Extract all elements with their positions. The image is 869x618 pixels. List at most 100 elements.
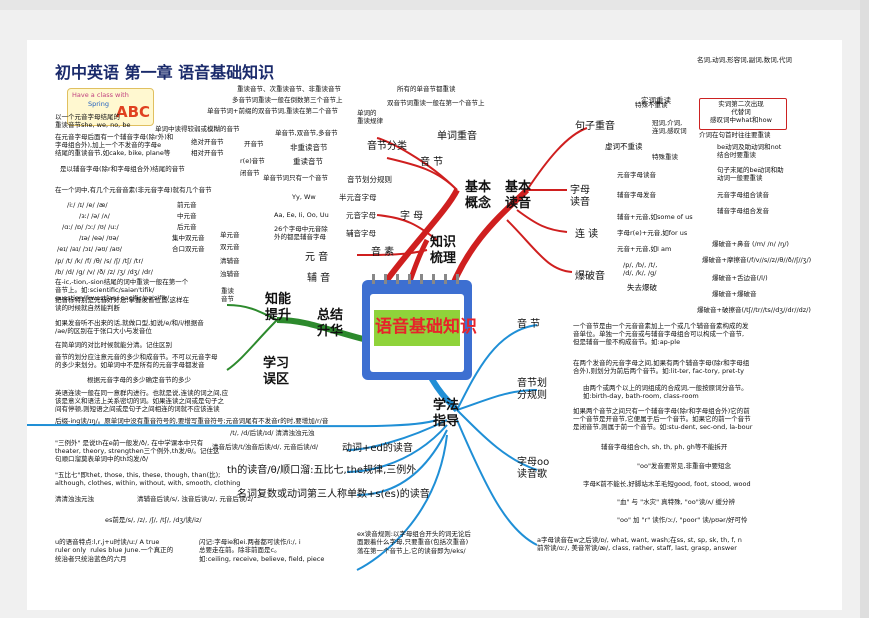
mindmap-page: 初中英语 第一章 语音基础知识 Have a class with Spring… xyxy=(27,40,842,610)
th-desc: "五比七"即thet, those, this, these, though, … xyxy=(55,471,241,487)
plosive-4: 爆破音+爆破音 xyxy=(712,290,757,298)
calendar-sheet: 语音基础知识 xyxy=(370,294,477,372)
center-node[interactable]: 语音基础知识 xyxy=(362,274,477,380)
voiceless-cons: 清辅音 xyxy=(220,257,240,265)
node-plosive[interactable]: 爆破音 xyxy=(575,271,605,282)
node-method-syllable[interactable]: 音 节 xyxy=(517,319,541,330)
oo-4: "oo" 加 "r" 读作/ɔː/, "poor" 读/pʊər/好可怜 xyxy=(617,516,748,524)
connector-sentence-stress xyxy=(526,127,588,191)
node-oo[interactable]: 字母oo 读音歌 xyxy=(517,457,550,480)
syl-rel-open: 相对开音节 xyxy=(191,149,224,157)
liaison-b: 字母r(e)+元音,如for us xyxy=(617,229,688,237)
connector-method-oo xyxy=(456,409,538,471)
di-vowel: 双元音 xyxy=(220,243,240,251)
letter-read-c: 元音字母组合读音 xyxy=(717,191,769,199)
node-letter-read[interactable]: 字母 读音 xyxy=(570,185,590,208)
method-ar-rule: a字母读音在w之后读/ɒ/, what, want, wash;在ss, st,… xyxy=(537,536,742,552)
connector-method-rules xyxy=(456,389,538,411)
node-func-weak[interactable]: 虚词不重读 xyxy=(605,142,643,151)
ed-2: 清音后读/t/浊音后读/d/, 元音后读/d/ xyxy=(212,443,319,451)
syl-open: 开音节 xyxy=(244,140,264,148)
syl-rule-b: 在一个词中,有几个元音音素(非元音字母)就有几个音节 xyxy=(55,186,212,194)
rule-2: 双音节词重读一般在第一个音节上 xyxy=(387,99,485,107)
connector-method-syllable xyxy=(456,324,538,411)
letter-read-d: 辅音字母组合发音 xyxy=(717,207,769,215)
connector-method-ie xyxy=(356,434,448,571)
syl-mono: 单音节,双音节,多音节 xyxy=(275,129,338,137)
method-rule-b: 由两个或两个以上的词组成的合成词,一般按原词分音节。 如:birth-day, … xyxy=(583,384,748,400)
node-method-rules[interactable]: 音节划 分规则 xyxy=(517,378,547,401)
liaison-c: 元音+元音,如I am xyxy=(617,245,672,253)
node-sentence-stress[interactable]: 句子重音 xyxy=(575,121,615,132)
node-syllable-class[interactable]: 音节分类 xyxy=(367,141,407,152)
ex-desc: ex读音规则:以字母组合开头的词无论后 面跟着什么字母,只要重音(包括次重音) … xyxy=(357,530,471,555)
ipa-front: /iː/ /ɪ/ /e/ /æ/ xyxy=(67,201,108,209)
mono-vowel: 单元音 xyxy=(220,231,240,239)
node-real-stress[interactable]: 实词重读 xyxy=(641,96,671,105)
ie-desc: 闪记:字母ie和ei.两者都可读作/iː/, i 总要走在前。除非前面是c。 如… xyxy=(199,538,325,563)
node-syllable[interactable]: 音 节 xyxy=(420,157,444,168)
rule-7: 单词中读得较弱或模糊的音节 xyxy=(155,125,240,133)
viewer-scrollbar[interactable] xyxy=(860,0,869,618)
ed-1: /t/, /d/后读/ɪd/ 清清浊浊元浊 xyxy=(230,429,315,437)
node-vowel[interactable]: 元 音 xyxy=(305,252,329,263)
mindmap-connectors xyxy=(27,127,588,571)
plural-b: 清辅音后读/s/, 浊音后读/z/, 元音后读/z/ xyxy=(137,495,254,503)
node-syl-rule[interactable]: 音节划分规则 xyxy=(347,175,392,184)
branch-basic-concepts[interactable]: 基本 概念 xyxy=(465,180,492,211)
rule-1: 所有的单音节都重读 xyxy=(397,85,456,93)
ipa-central: /ɪə/ /eə/ /ʊə/ xyxy=(79,234,119,242)
calendar-rings xyxy=(372,274,462,284)
oo-1: "oo"发音要常见,非重音中要短念 xyxy=(637,462,731,470)
connector-liaison xyxy=(516,209,568,233)
logo: Have a class with Spring ABC xyxy=(67,88,154,126)
letter-read-b: 辅音字母发音 xyxy=(617,191,656,199)
ipa-mid: /ɜː/ /ə/ /ʌ/ xyxy=(79,212,110,220)
liaison-a: 辅音+元音,如some of us xyxy=(617,213,693,221)
connector-plosive xyxy=(506,219,573,273)
connector-syllable xyxy=(386,157,458,191)
real-stress-list: 名词,动词,形容词,副词,数词,代词 xyxy=(697,56,792,64)
back-vowel: 后元音 xyxy=(177,223,197,231)
node-plural[interactable]: 名词复数或动词第三人称单数+s(es)的读音 xyxy=(237,489,430,500)
special-no-stress-box: 实词第二次出现 代替词 感叹词中what和how xyxy=(699,98,787,130)
node-liaison[interactable]: 连 读 xyxy=(575,229,599,240)
summary-3: 在简单词的对比时候就能分清。记住区别 xyxy=(55,341,172,349)
syl-r-desc: 是以辅音字母(除r和字母组合外)结尾的音节 xyxy=(60,165,185,173)
method-syllable-desc: 一个音节是由一个元音音素加上一个或几个辅音音素构成的发 音单位。单独一个元音或与… xyxy=(573,322,749,346)
plural-c: es前是/s/, /z/, /ʃ/, /tʃ/, /dʒ/读/iz/ xyxy=(105,516,202,524)
branch-summary[interactable]: 总结 升华 xyxy=(317,308,344,339)
node-ed[interactable]: 动词+ed的读音 xyxy=(342,443,413,454)
node-phoneme[interactable]: 音 素 xyxy=(371,247,395,258)
summary-1: 把音标特别是元音好好念,掌握发音位置,这样在 读的时候就自然能判断 xyxy=(55,296,190,312)
plosive-3: 爆破音+舌边音(/l/) xyxy=(712,274,768,282)
branch-method[interactable]: 学法 指导 xyxy=(433,398,460,429)
node-word-stress[interactable]: 单词重音 xyxy=(437,131,477,142)
connector-letter xyxy=(376,214,438,241)
method-rule-a: 在两个发音的元音字母之间,如果有两个辅音字母(除r和字母组 合外),则划分为前后… xyxy=(573,359,750,375)
ipa-voiceless: /p/ /t/ /k/ /f/ /θ/ /s/ /ʃ/ /tʃ/ /tr/ xyxy=(55,257,144,265)
syl-closed: 闭音节 xyxy=(240,169,260,177)
summary-2: 如果发音听不出来的话,就做口型,如说/e/和/i/根据音 /ae/的区别在于张口… xyxy=(55,319,204,335)
branch-knowledge[interactable]: 知识 梳理 xyxy=(430,235,457,266)
logo-letters: ABC xyxy=(116,103,151,121)
node-consonant[interactable]: 辅 音 xyxy=(307,273,331,284)
ipa-close: /eɪ/ /aɪ/ /ɔɪ/ /əʊ/ /aʊ/ xyxy=(57,245,122,253)
node-ability[interactable]: 知能 提升 xyxy=(265,292,292,323)
plosive-5: 爆破音+破擦音(/tʃ//tr//ts//dʒ//dr//dz/) xyxy=(697,306,811,314)
vowel-letter-list: Aa, Ee, Ii, Oo, Uu xyxy=(274,211,329,219)
node-letter[interactable]: 字 母 xyxy=(400,211,424,222)
central-vowel: 集中双元音 xyxy=(172,234,205,242)
page-title: 初中英语 第一章 语音基础知识 xyxy=(55,63,275,82)
node-th[interactable]: th的读音/θ/顺口溜:五比七,the规律,三例外 xyxy=(227,465,417,476)
connector-ability xyxy=(226,304,278,321)
func-note: 介词在句首时往往要重读 xyxy=(699,131,771,139)
node-mistakes[interactable]: 学习 误区 xyxy=(263,356,290,387)
special-no-stress: 特殊不重读 xyxy=(635,101,668,109)
summary-6: 英语连读一般在同一意群内进行。也就是说,连读的词之间,应 该是意义和语法上关系密… xyxy=(55,389,229,413)
logo-line1: Have a class with xyxy=(72,91,129,99)
letter-read-a: 元音字母读音 xyxy=(617,171,656,179)
ipa-stress-note: 在-ic,-tion,-sion结尾的词中重读一般在第一个 音节上。如:scie… xyxy=(55,278,189,302)
branch-basic-reading[interactable]: 基本 读音 xyxy=(505,180,532,211)
viewer-toolbar xyxy=(0,0,869,10)
